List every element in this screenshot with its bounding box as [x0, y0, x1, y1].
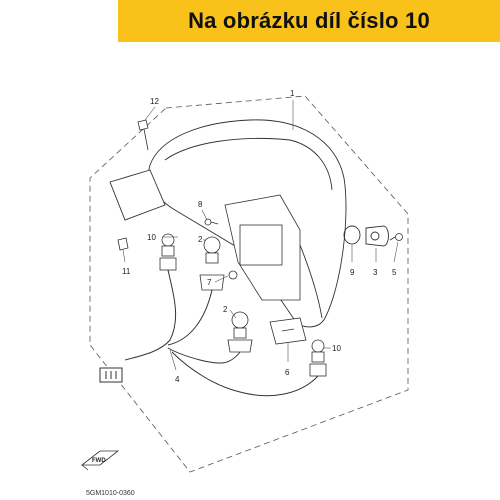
callout-3: 3: [373, 268, 378, 277]
callout-8: 8: [198, 200, 203, 209]
callout-1: 1: [290, 89, 295, 98]
callout-2-lower: 2: [223, 305, 228, 314]
screw-8: [204, 218, 219, 226]
gasket-ring: [343, 225, 361, 245]
wire-harness: [99, 269, 319, 397]
bulb-2-upper: [199, 236, 225, 291]
callout-5: 5: [392, 268, 397, 277]
screw-12: [137, 119, 149, 151]
assembly-outline: [89, 95, 409, 473]
plate-lens: [269, 317, 307, 345]
leader-lines: [122, 100, 399, 371]
callout-7: 7: [207, 278, 212, 287]
fwd-arrow-icon: FWD: [80, 450, 120, 471]
bulb-10-lower: [309, 339, 327, 377]
clip-11: [117, 237, 129, 251]
diagram-code: 5GM1010-0360: [86, 490, 135, 497]
callout-10-lower: 10: [332, 344, 341, 353]
callout-11: 11: [122, 267, 131, 276]
callout-4: 4: [175, 375, 180, 384]
banner-text: Na obrázku díl číslo 10: [188, 8, 430, 33]
bulb-2-lower: [227, 311, 253, 353]
taillight-housing: [109, 119, 347, 328]
screw-5: [389, 233, 403, 241]
callout-10-upper: 10: [147, 233, 156, 242]
part-number-banner: Na obrázku díl číslo 10: [118, 0, 500, 42]
callout-2-upper: 2: [198, 235, 203, 244]
fwd-label: FWD: [92, 458, 106, 464]
callout-6: 6: [285, 368, 290, 377]
callout-9: 9: [350, 268, 355, 277]
grommet-7: [228, 270, 238, 280]
reflector-unit: [224, 194, 301, 301]
cover-plate: [365, 225, 389, 247]
bulb-10-upper: [159, 233, 177, 271]
callout-12: 12: [150, 97, 159, 106]
